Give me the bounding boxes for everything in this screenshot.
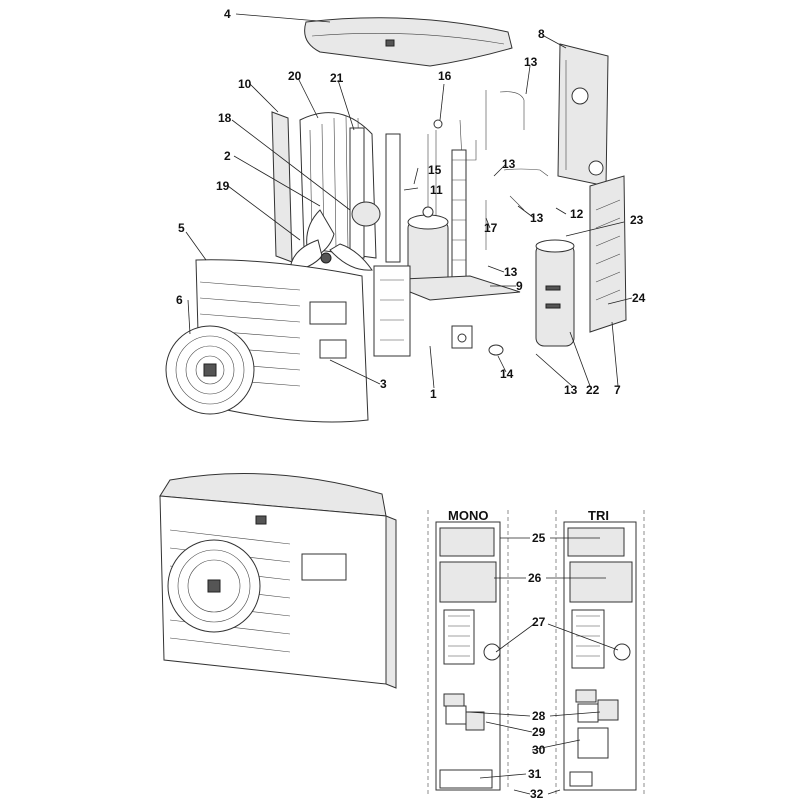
label-1: 1 [430,387,437,401]
side-grille [589,175,627,333]
label-20: 20 [288,69,302,83]
fan-assembly [289,201,381,273]
label-6: 6 [176,293,183,307]
label-7: 7 [614,383,621,397]
mono-panel [427,510,509,796]
compressor [407,206,449,283]
label-32: 32 [530,787,544,800]
label-5: 5 [178,221,185,235]
label-24: 24 [632,291,646,305]
part-numbers: 4 8 10 20 21 16 13 18 2 15 13 11 19 12 1… [176,7,646,800]
label-17: 17 [484,221,498,235]
label-28: 28 [532,709,546,723]
label-13-bottom: 13 [564,383,578,397]
tri-panel [555,510,645,796]
label-15: 15 [428,163,442,177]
label-13-mid: 13 [502,157,516,171]
label-14: 14 [500,367,514,381]
side-panel [557,43,609,187]
connector-parts [451,325,504,356]
base-plate [379,275,521,301]
label-22: 22 [586,383,600,397]
assembled-unit [159,473,397,689]
label-8: 8 [538,27,545,41]
label-4: 4 [224,7,231,21]
label-16: 16 [438,69,452,83]
tri-title: TRI [588,508,609,523]
heat-exchanger [535,239,575,347]
panel-titles: MONO TRI [448,508,609,523]
label-13-top: 13 [524,55,538,69]
coil [451,149,467,281]
label-18: 18 [218,111,232,125]
label-26: 26 [528,571,542,585]
label-21: 21 [330,71,344,85]
label-31: 31 [528,767,542,781]
mono-title: MONO [448,508,488,523]
label-23: 23 [630,213,644,227]
label-13-lower: 13 [504,265,518,279]
label-30: 30 [532,743,546,757]
label-27: 27 [532,615,546,629]
label-13-right: 13 [530,211,544,225]
electrical-board [373,265,411,357]
left-column [271,111,293,263]
label-19: 19 [216,179,230,193]
leader-lines [185,13,633,795]
label-29: 29 [532,725,546,739]
label-3: 3 [380,377,387,391]
top-cover [304,17,513,67]
label-11: 11 [430,183,443,197]
label-9: 9 [516,279,523,293]
fan-grille [165,325,255,415]
label-10: 10 [238,77,252,91]
label-2: 2 [224,149,231,163]
label-25: 25 [532,531,546,545]
label-12: 12 [570,207,584,221]
